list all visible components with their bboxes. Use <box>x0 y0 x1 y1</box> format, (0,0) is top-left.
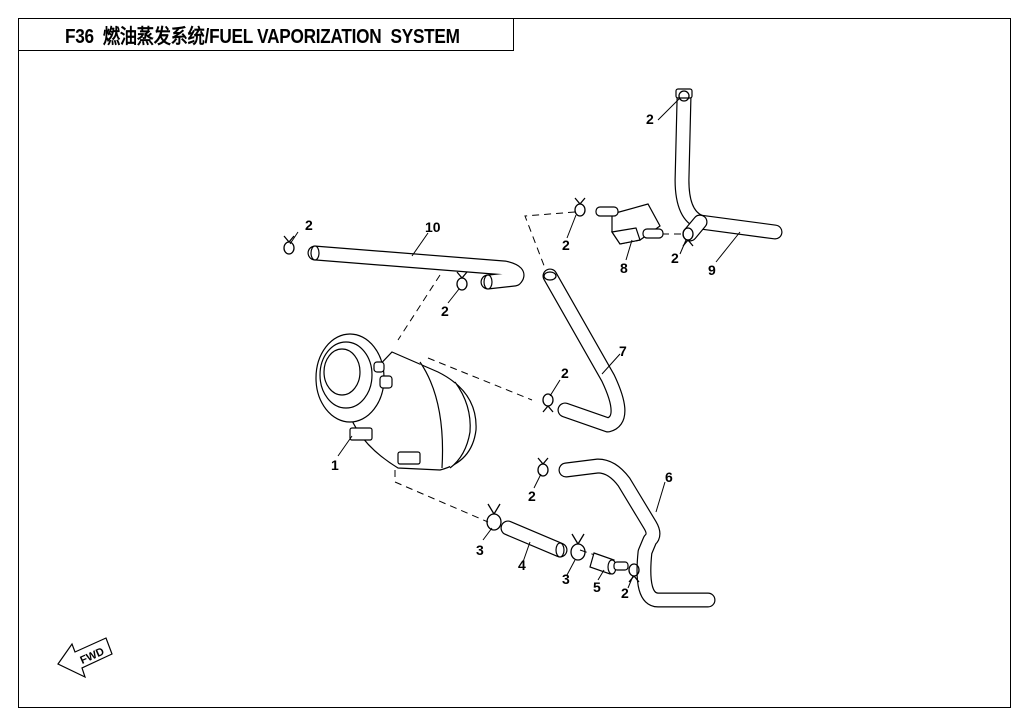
callout-8: 8 <box>620 260 628 276</box>
clamp-3a <box>486 503 502 531</box>
callout-2: 2 <box>646 111 654 127</box>
part-1-canister <box>315 333 477 471</box>
part-10-hose <box>307 245 525 290</box>
title-box: F36 燃油蒸发系统/FUEL VAPORIZATION SYSTEM <box>18 18 514 51</box>
callout-labels: 2 10 2 2 2 8 2 9 7 2 1 6 2 3 4 3 5 2 <box>305 111 716 601</box>
callout-2: 2 <box>441 303 449 319</box>
callout-2: 2 <box>528 488 536 504</box>
callout-1: 1 <box>331 457 339 473</box>
callout-2: 2 <box>305 217 313 233</box>
callout-4: 4 <box>518 557 526 573</box>
part-8-valve <box>595 203 664 245</box>
callout-10: 10 <box>425 219 441 235</box>
part-6-hose <box>558 458 716 608</box>
callout-2: 2 <box>561 365 569 381</box>
callout-6: 6 <box>665 469 673 485</box>
clamp-2b <box>456 271 468 291</box>
page-title: F36 燃油蒸发系统/FUEL VAPORIZATION SYSTEM <box>65 26 460 48</box>
callout-7: 7 <box>619 343 627 359</box>
leader-lines <box>289 97 741 589</box>
part-4-hose <box>500 520 568 558</box>
callout-2: 2 <box>621 585 629 601</box>
clamp-2h <box>628 563 640 583</box>
callout-3: 3 <box>476 542 484 558</box>
clamp-2d <box>678 90 690 102</box>
clamp-2a <box>283 235 295 255</box>
callout-2: 2 <box>562 237 570 253</box>
callout-2: 2 <box>671 250 679 266</box>
callout-3: 3 <box>562 571 570 587</box>
clamp-3b <box>570 533 586 561</box>
clamp-group <box>283 90 694 583</box>
clamp-2g <box>537 457 549 477</box>
drawing-frame <box>18 18 1011 708</box>
clamp-2f <box>542 393 554 413</box>
assembly-dashed-lines <box>394 211 690 557</box>
part-7-hose <box>542 268 626 433</box>
part-5-connector <box>589 552 629 575</box>
callout-9: 9 <box>708 262 716 278</box>
callout-5: 5 <box>593 579 601 595</box>
clamp-2c <box>574 197 586 217</box>
part-9-hose <box>674 88 783 242</box>
fwd-arrow-icon: FWD <box>57 637 113 679</box>
